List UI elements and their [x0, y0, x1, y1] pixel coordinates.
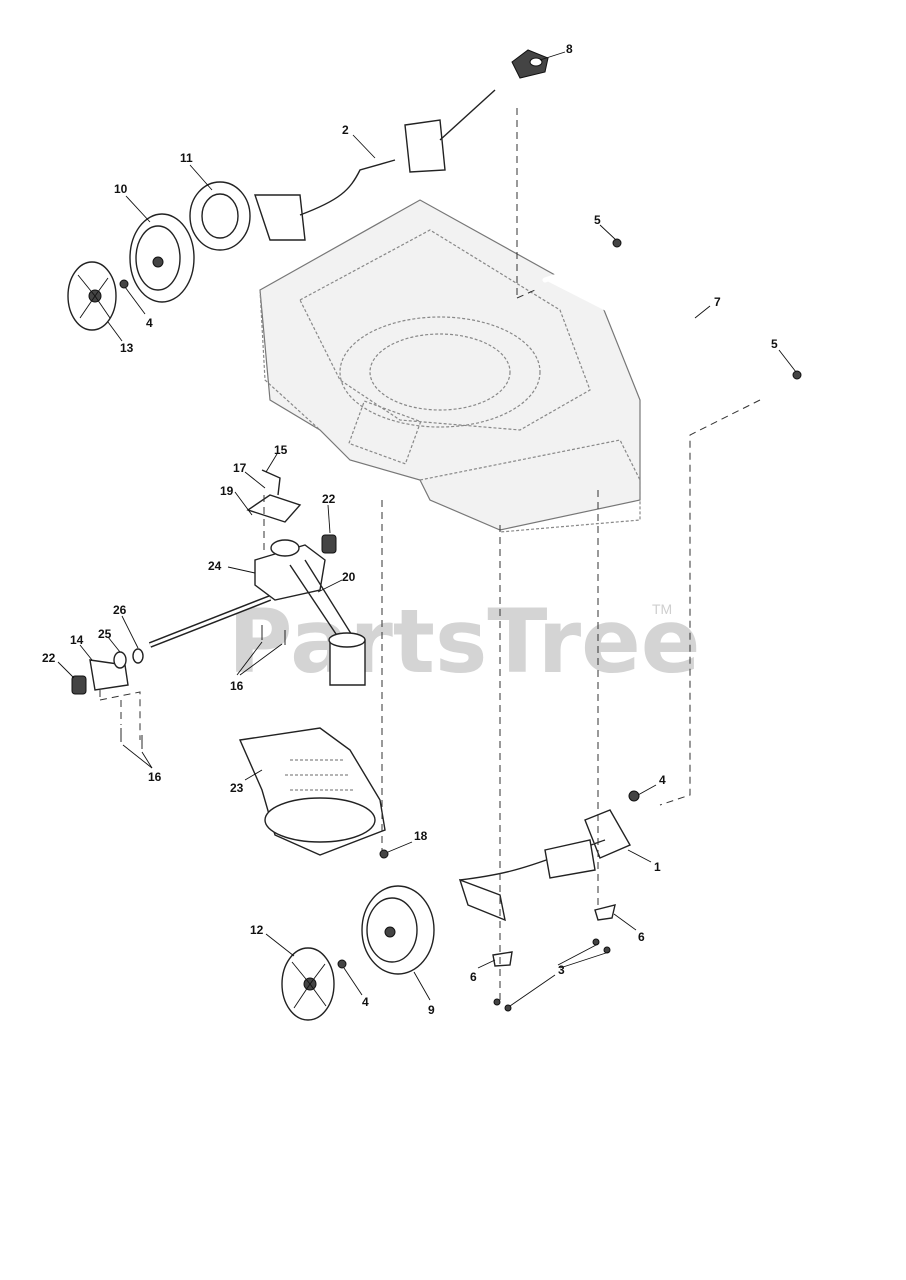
callout-1: 1: [654, 860, 661, 874]
callout-8: 8: [566, 42, 573, 56]
callout-16-upper: 16: [230, 679, 244, 693]
rear-wheel: [129, 213, 195, 303]
watermark-text: PartsTree: [228, 590, 700, 693]
screw-5b: [792, 370, 802, 380]
screws-16: [120, 625, 286, 749]
callout-5-lower: 5: [771, 337, 778, 351]
callout-4-front: 4: [659, 773, 666, 787]
belt-guard-bracket: [246, 469, 302, 523]
callout-22-lower: 22: [42, 651, 56, 665]
screw-18: [379, 849, 389, 859]
leader-lines: [57, 51, 797, 1007]
pinion-upper: [321, 534, 337, 554]
screw-3b: [603, 946, 611, 954]
callout-24: 24: [208, 559, 222, 573]
callout-3: 3: [558, 963, 565, 977]
watermark-trademark: TM: [652, 601, 672, 617]
callout-16-lower: 16: [148, 770, 162, 784]
axle-left-parts: [71, 648, 144, 695]
front-wheel: [361, 885, 435, 975]
rear-wheel-nut: [119, 279, 129, 289]
callout-23: 23: [230, 781, 244, 795]
nut-4-front: [628, 790, 640, 802]
callout-12: 12: [250, 923, 264, 937]
callout-6-left: 6: [470, 970, 477, 984]
callout-22-upper: 22: [322, 492, 336, 506]
front-hubcap: [281, 947, 335, 1021]
callout-11: 11: [180, 151, 193, 165]
callout-2: 2: [342, 123, 349, 137]
callout-9: 9: [428, 1003, 435, 1017]
callout-labels: 8 2 11 10 4 13 5 7 5 15 17 19 22 20 24 2…: [42, 42, 778, 1017]
nut-4-front-wheel: [337, 959, 347, 969]
callout-17: 17: [233, 461, 247, 475]
clip-6b: [492, 951, 513, 967]
callout-20: 20: [342, 570, 356, 584]
front-axle: [458, 809, 631, 922]
callout-26: 26: [113, 603, 127, 617]
wheel-plate: [189, 181, 251, 251]
callout-5-upper: 5: [594, 213, 601, 227]
rear-handle-bar: [542, 260, 768, 395]
callout-14: 14: [70, 633, 84, 647]
mower-deck: [259, 199, 641, 533]
callout-7: 7: [714, 295, 721, 309]
screw-3d: [504, 1004, 512, 1012]
callout-15: 15: [274, 443, 288, 457]
callout-10: 10: [114, 182, 128, 196]
callout-4-wheel: 4: [362, 995, 369, 1009]
transmission: [148, 539, 366, 686]
callout-6-right: 6: [638, 930, 645, 944]
screw-3a: [592, 938, 600, 946]
drive-shield: [238, 727, 386, 856]
clip-6a: [594, 904, 616, 921]
alignment-lines: [99, 108, 761, 1000]
callout-25: 25: [98, 627, 112, 641]
rear-height-adjuster: [254, 89, 496, 241]
watermark: PartsTree TM: [228, 590, 700, 693]
callout-4-rear: 4: [146, 316, 153, 330]
lever-knob: [511, 49, 549, 79]
screw-5a: [612, 238, 622, 248]
callout-19: 19: [220, 484, 234, 498]
callout-13: 13: [120, 341, 134, 355]
callout-18: 18: [414, 829, 428, 843]
rear-hubcap: [67, 261, 117, 331]
screw-3c: [493, 998, 501, 1006]
